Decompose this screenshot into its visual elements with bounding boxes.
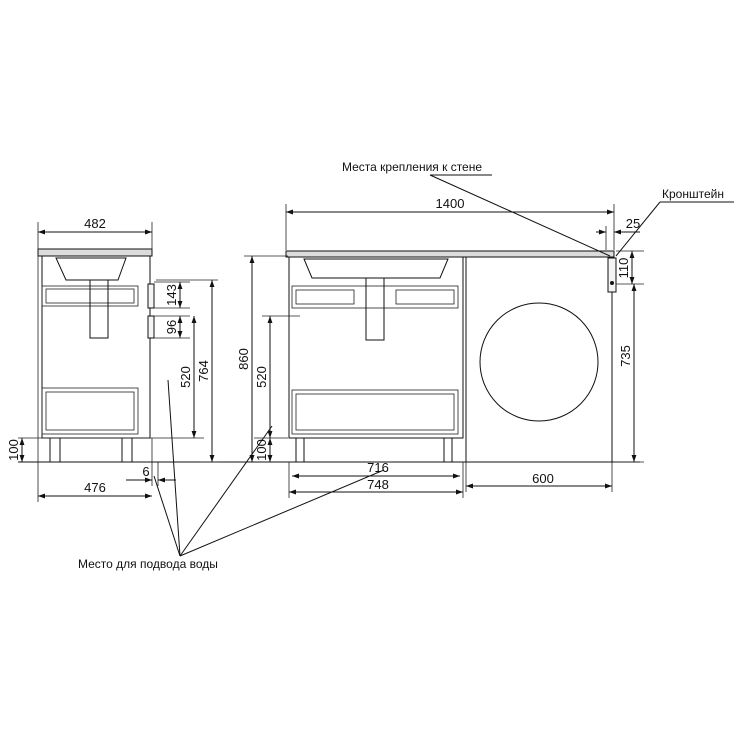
dim-143-label: 143 [164,284,179,306]
washing-machine-outline [465,256,613,463]
side-leg-front [49,437,61,463]
side-handle-lower [147,315,155,339]
front-leg-right [443,437,453,463]
dim-520-side-label: 520 [178,366,193,388]
front-sink-bowl [303,258,449,279]
wall-mounts-label: Места крепления к стене [342,160,482,174]
dim-6-label: 6 [142,464,149,479]
front-view [285,250,617,463]
annotations: Места крепления к стене Кронштейн Место … [78,160,734,571]
side-sink-bowl [55,257,127,281]
side-countertop [37,248,153,257]
dim-1400-label: 1400 [436,196,465,211]
bracket-label: Кронштейн [662,187,724,201]
dim-716-label: 716 [367,460,389,475]
side-view [37,248,155,463]
front-leg-left [295,437,305,463]
side-siphon [89,279,109,339]
side-dimensions: 482 143 96 520 764 100 6 476 [6,216,218,502]
dim-25-label: 25 [626,216,640,231]
front-cabinet-body [288,256,464,439]
dim-482-label: 482 [84,216,106,231]
front-siphon [365,277,385,341]
dim-748-label: 748 [367,477,389,492]
bracket-part [607,257,617,293]
water-supply-label: Место для подвода воды [78,557,218,571]
dim-476-label: 476 [84,480,106,495]
dim-110-label: 110 [616,258,631,279]
dim-860-label: 860 [236,348,251,370]
dim-600-label: 600 [532,471,554,486]
side-handle-upper [147,283,155,309]
dim-96-label: 96 [164,320,179,334]
dim-100-front-label: 100 [254,439,269,461]
front-dimensions: 1400 25 110 735 860 520 100 716 748 [236,196,644,498]
dim-100-side-label: 100 [6,439,21,461]
dim-520-front-label: 520 [254,366,269,388]
washing-machine-door [479,302,599,422]
dim-735-label: 735 [618,345,633,367]
dim-764-label: 764 [196,360,211,382]
front-countertop [285,250,615,258]
side-leg-back [121,437,133,463]
